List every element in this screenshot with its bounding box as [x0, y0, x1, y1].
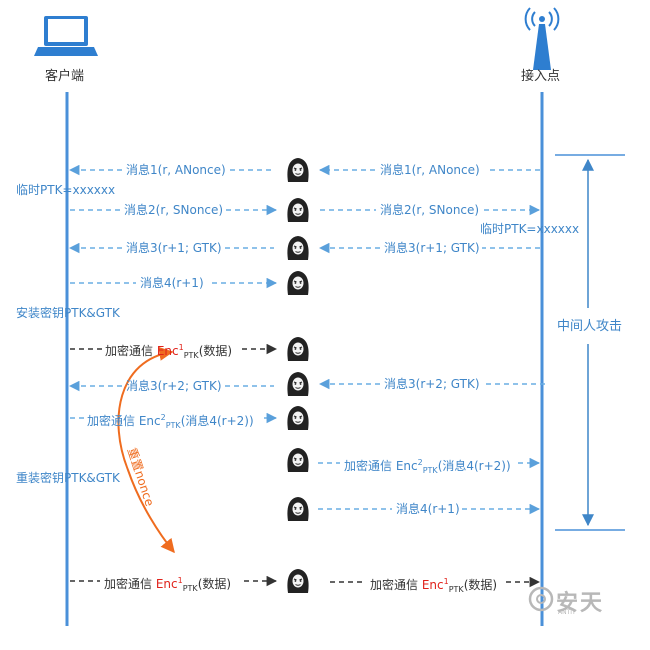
msg3-client-label: 消息3(r+1; GTK): [126, 241, 222, 255]
enc-data-2-label: 加密通信 Enc1PTK(数据): [104, 576, 232, 593]
reset-nonce-curve: [117, 346, 175, 554]
reinstall-key-label: 重装密钥PTK&GTK: [16, 471, 120, 485]
mitm-bracket: [555, 154, 625, 531]
attacker-icon: [286, 270, 310, 296]
client-temp-ptk: 临时PTK=xxxxxx: [16, 183, 116, 197]
attacker-icon: [286, 405, 310, 431]
msg3-ap-label: 消息3(r+1; GTK): [384, 241, 480, 255]
laptop-icon: [34, 16, 98, 56]
attacker-icon: [286, 157, 310, 183]
antiy-logo-icon: [528, 586, 554, 612]
enc-msg4-ap-label: 加密通信 Enc2PTK(消息4(r+2)): [344, 458, 511, 475]
msg2-ap-label: 消息2(r, SNonce): [380, 203, 480, 217]
attacker-icon: [286, 447, 310, 473]
install-key-label: 安装密钥PTK&GTK: [16, 306, 120, 320]
enc-data-3-label: 加密通信 Enc1PTK(数据): [370, 577, 498, 594]
watermark-sub: ANTIY: [558, 609, 576, 616]
watermark-brand: 安天: [556, 591, 605, 616]
attacker-icon: [286, 371, 310, 397]
enc-data-1-label: 加密通信 Enc1PTK(数据): [105, 343, 233, 360]
msg1-client-label: 消息1(r, ANonce): [126, 163, 226, 177]
mitm-label: 中间人攻击: [557, 319, 623, 334]
msg3b-client-label: 消息3(r+2; GTK): [126, 379, 222, 393]
attacker-icon: [286, 235, 310, 261]
attacker-icon: [286, 568, 310, 594]
enc-msg4-client-label: 加密通信 Enc2PTK(消息4(r+2)): [87, 413, 254, 430]
ap-label: 接入点: [521, 69, 561, 84]
attacker-icon: [286, 197, 310, 223]
antenna-icon: [524, 7, 560, 70]
attacker-icon: [286, 336, 310, 362]
msg4-label: 消息4(r+1): [140, 276, 204, 290]
client-label: 客户端: [45, 69, 85, 84]
ap-temp-ptk: 临时PTK=xxxxxx: [480, 222, 580, 236]
msg3b-ap-label: 消息3(r+2; GTK): [384, 377, 480, 391]
msg1-ap-label: 消息1(r, ANonce): [380, 163, 480, 177]
attacker-icon: [286, 496, 310, 522]
msg4b-label: 消息4(r+1): [396, 502, 460, 516]
msg2-client-label: 消息2(r, SNonce): [124, 203, 224, 217]
